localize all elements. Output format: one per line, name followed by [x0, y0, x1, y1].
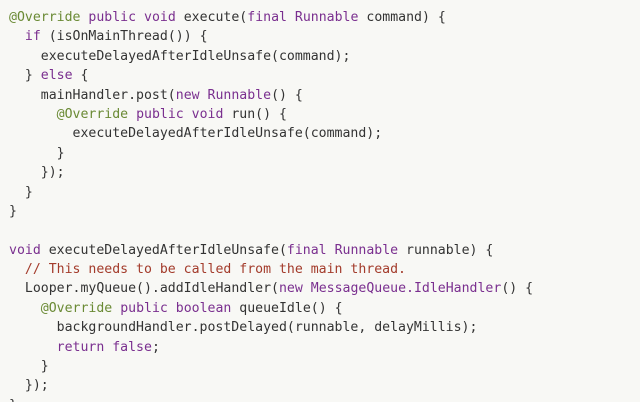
- code-token-keyword: void: [144, 10, 176, 25]
- code-line: @Override public void execute(final Runn…: [9, 8, 640, 27]
- code-token-keyword: new: [278, 281, 303, 297]
- code-line: backgroundHandler.postDelayed(runnable, …: [9, 318, 640, 337]
- code-indent: [9, 126, 73, 141]
- code-indent: [9, 359, 41, 374]
- code-indent: [9, 185, 25, 200]
- code-indent: [9, 378, 25, 393]
- code-token-plain: }: [9, 203, 17, 219]
- code-token-type: Runnable: [334, 242, 399, 258]
- code-token-plain: Looper.myQueue().addIdleHandler(: [24, 281, 279, 297]
- code-token-plain: [327, 243, 335, 258]
- code-token-type: Runnable: [207, 87, 272, 103]
- code-token-plain: command) {: [358, 10, 446, 25]
- code-token-plain: [184, 107, 192, 122]
- code-indent: [9, 29, 25, 44]
- code-token-plain: }: [9, 398, 17, 402]
- code-token-keyword: else: [40, 68, 73, 84]
- code-token-keyword: return: [56, 339, 105, 355]
- code-token-plain: queueIdle() {: [231, 300, 343, 316]
- code-token-keyword: public: [120, 300, 168, 316]
- code-token-plain: [112, 301, 120, 316]
- code-token-keyword: public: [88, 10, 137, 25]
- code-token-keyword: new: [175, 87, 200, 103]
- code-token-plain: }: [24, 68, 41, 84]
- code-line: }: [9, 183, 640, 202]
- code-line: mainHandler.post(new Runnable() {: [9, 86, 640, 105]
- code-line: } else {: [9, 66, 640, 85]
- code-token-plain: executeDelayedAfterIdleUnsafe(command);: [72, 126, 383, 142]
- code-line: executeDelayedAfterIdleUnsafe(command);: [9, 47, 640, 66]
- code-token-plain: [168, 301, 176, 316]
- code-line: void executeDelayedAfterIdleUnsafe(final…: [9, 241, 640, 260]
- code-line: if (isOnMainThread()) {: [9, 27, 640, 46]
- code-token-keyword: void: [191, 106, 224, 122]
- code-token-comment: // This needs to be called from the main…: [24, 262, 406, 278]
- code-line: return false;: [9, 338, 640, 357]
- code-line: @Override public boolean queueIdle() {: [9, 299, 640, 318]
- code-indent: [9, 340, 57, 355]
- code-line: [9, 221, 640, 240]
- code-indent: [9, 320, 57, 335]
- code-indent: [9, 88, 41, 103]
- code-token-plain: executeDelayedAfterIdleUnsafe(command);: [40, 48, 351, 64]
- code-line: });: [9, 376, 640, 395]
- code-token-plain: [136, 10, 144, 25]
- code-line: // This needs to be called from the main…: [9, 260, 640, 279]
- code-token-plain: (isOnMainThread()) {: [40, 29, 208, 45]
- code-indent: [9, 165, 41, 180]
- code-token-plain: [303, 281, 311, 296]
- code-token-annotation: @Override: [9, 10, 81, 25]
- code-token-annotation: @Override: [56, 106, 129, 122]
- code-token-plain: backgroundHandler.postDelayed(runnable, …: [56, 320, 478, 336]
- code-token-annotation: @Override: [40, 300, 113, 316]
- code-token-keyword: if: [24, 29, 41, 45]
- code-indent: [9, 146, 57, 161]
- code-token-plain: }: [24, 184, 33, 200]
- code-indent: [9, 262, 25, 277]
- code-line: }: [9, 396, 640, 402]
- code-token-plain: run() {: [223, 106, 287, 122]
- code-line: }: [9, 357, 640, 376]
- code-token-plain: mainHandler.post(: [40, 87, 176, 103]
- code-indent: [9, 49, 41, 64]
- code-token-type: Runnable: [294, 10, 359, 25]
- code-token-plain: ;: [151, 339, 160, 355]
- code-token-plain: [200, 88, 208, 103]
- code-indent: [9, 68, 25, 83]
- code-token-keyword: void: [9, 242, 41, 258]
- code-token-plain: [128, 107, 136, 122]
- code-token-keyword: false: [112, 339, 152, 355]
- code-line: @Override public void run() {: [9, 105, 640, 124]
- code-token-plain: }: [40, 359, 49, 375]
- code-token-keyword: public: [136, 106, 184, 122]
- code-token-plain: }: [56, 145, 65, 161]
- code-token-plain: });: [40, 165, 65, 181]
- code-token-keyword: boolean: [175, 300, 232, 316]
- code-line: }: [9, 144, 640, 163]
- code-token-plain: execute(: [175, 10, 248, 25]
- code-indent: [9, 281, 25, 296]
- code-token-keyword: final: [247, 10, 287, 25]
- code-token-plain: });: [24, 378, 49, 394]
- code-token-plain: {: [72, 68, 89, 84]
- code-token-type: MessageQueue.IdleHandler: [310, 281, 502, 297]
- code-indent: [9, 107, 57, 122]
- code-line: executeDelayedAfterIdleUnsafe(command);: [9, 124, 640, 143]
- code-token-plain: executeDelayedAfterIdleUnsafe(: [40, 242, 287, 258]
- code-token-plain: [287, 10, 295, 25]
- code-token-plain: runnable) {: [398, 242, 494, 258]
- code-line: });: [9, 163, 640, 182]
- code-token-keyword: final: [286, 242, 327, 258]
- code-token-plain: () {: [271, 87, 303, 103]
- code-indent: [9, 301, 41, 316]
- code-line: }: [9, 202, 640, 221]
- code-line: Looper.myQueue().addIdleHandler(new Mess…: [9, 279, 640, 298]
- code-token-plain: () {: [501, 281, 534, 297]
